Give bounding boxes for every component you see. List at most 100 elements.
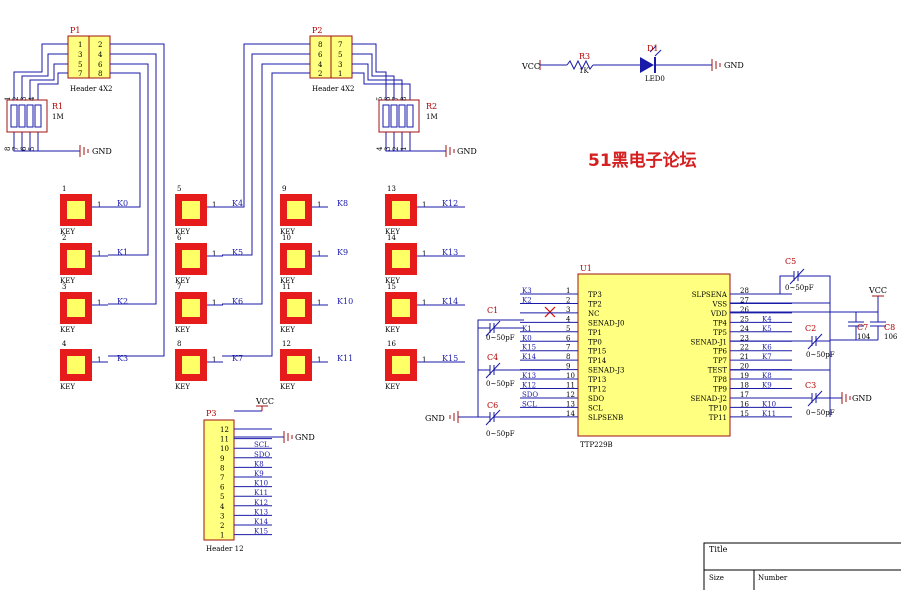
key-pin-number: 1 bbox=[212, 201, 216, 209]
r1-ref: R1 bbox=[52, 102, 63, 111]
u1-pin-number: 19 bbox=[740, 372, 749, 380]
p2-pin: 1 bbox=[338, 70, 342, 78]
p1-pin: 1 bbox=[78, 41, 82, 49]
key-label: KEY bbox=[60, 228, 75, 236]
key-pin-number: 1 bbox=[212, 250, 216, 258]
r1-pin: 1 bbox=[4, 97, 12, 101]
r1-pin: 5 bbox=[28, 147, 36, 151]
u1-net-label: K12 bbox=[522, 382, 536, 390]
key-pad-inner bbox=[287, 250, 305, 268]
r1-value: 1M bbox=[52, 113, 64, 121]
key-pad-inner bbox=[287, 299, 305, 317]
key-pin-number: 1 bbox=[422, 299, 426, 307]
u1-pin-number: 13 bbox=[566, 400, 575, 408]
key-net-label: K3 bbox=[117, 354, 128, 363]
u1-pin-name: TP0 bbox=[588, 338, 602, 346]
ground-symbol-r2: GND bbox=[445, 145, 477, 157]
u1-pin-name: TP13 bbox=[588, 376, 606, 384]
key-pad-inner bbox=[182, 250, 200, 268]
key-pin-number: 1 bbox=[317, 299, 321, 307]
p3-pin-number: 4 bbox=[220, 503, 225, 511]
key-label: KEY bbox=[280, 277, 295, 285]
p2-name: Header 4X2 bbox=[312, 85, 355, 93]
p2-pin: 3 bbox=[338, 61, 342, 69]
p3-pin-number: 9 bbox=[220, 455, 224, 463]
u1-pin-name: TP12 bbox=[588, 386, 606, 394]
key-pad-inner bbox=[67, 299, 85, 317]
cap-ref: C2 bbox=[805, 324, 816, 333]
key-net-label: K6 bbox=[232, 297, 243, 306]
u1-pin-name: TP3 bbox=[588, 291, 602, 299]
p1-pin: 3 bbox=[78, 51, 82, 59]
u1-pin-name: TP4 bbox=[713, 319, 727, 327]
u1-net-label: K5 bbox=[762, 325, 772, 333]
key-ref: 4 bbox=[62, 340, 67, 348]
key-ref: 13 bbox=[387, 185, 396, 193]
p3-pin-number: 12 bbox=[220, 426, 229, 434]
key-label: KEY bbox=[175, 326, 190, 334]
p3-pin-number: 5 bbox=[220, 493, 224, 501]
u1-pin-number: 23 bbox=[740, 334, 749, 342]
r1-pin: 8 bbox=[4, 147, 12, 151]
title-label: Title bbox=[709, 545, 728, 554]
r2-pin: 6 bbox=[384, 96, 392, 101]
u1-pin-number: 5 bbox=[566, 325, 570, 333]
u1-pin-number: 3 bbox=[566, 306, 570, 314]
p1-pin: 6 bbox=[98, 61, 103, 69]
p3-pin-number: 8 bbox=[220, 464, 224, 472]
p1-ref: P1 bbox=[70, 26, 80, 35]
key-pad-inner bbox=[67, 201, 85, 219]
key-ref: 9 bbox=[282, 185, 286, 193]
key-net-label: K14 bbox=[442, 297, 458, 306]
d1-ref: D1 bbox=[647, 44, 659, 53]
p3-net-label: K9 bbox=[254, 470, 264, 478]
u1-pin-number: 25 bbox=[740, 315, 749, 323]
u1-pin-number: 9 bbox=[566, 363, 570, 371]
key-pin-number: 1 bbox=[317, 356, 321, 364]
key-pad-inner bbox=[287, 201, 305, 219]
key-net-label: K0 bbox=[117, 199, 128, 208]
key-pad-inner bbox=[287, 356, 305, 374]
key-label: KEY bbox=[175, 277, 190, 285]
p3-pin-number: 6 bbox=[220, 484, 225, 492]
u1-pin-name: VDD bbox=[710, 310, 728, 318]
key-net-label: K8 bbox=[337, 199, 348, 208]
p3-name: Header 12 bbox=[206, 545, 244, 553]
key-ref: 7 bbox=[177, 283, 181, 291]
u1-pin-name: SENAD-J2 bbox=[691, 395, 727, 403]
cap-value: 0~50pF bbox=[806, 409, 835, 417]
led-name: LED0 bbox=[645, 75, 665, 83]
u1-pin-name: TP6 bbox=[713, 348, 727, 356]
key-pad-inner bbox=[392, 201, 410, 219]
p2-pin: 5 bbox=[338, 51, 342, 59]
u1-net-label: K9 bbox=[762, 382, 772, 390]
cap-ref: C6 bbox=[487, 401, 498, 410]
key-ref: 8 bbox=[177, 340, 181, 348]
u1-net-label: K4 bbox=[762, 315, 772, 323]
r2-pin: 3 bbox=[384, 147, 392, 151]
key-net-label: K7 bbox=[232, 354, 243, 363]
u1-pin-name: TP10 bbox=[709, 404, 727, 412]
r2-pin: 1 bbox=[400, 147, 408, 151]
key-pin-number: 1 bbox=[97, 250, 101, 258]
p2-wires bbox=[222, 43, 446, 357]
led-circuit: VCC R3 1K D1 LED0 GND bbox=[521, 44, 744, 83]
key-net-label: K15 bbox=[442, 354, 458, 363]
key-net-label: K12 bbox=[442, 199, 458, 208]
key-label: KEY bbox=[385, 277, 400, 285]
key-ref: 16 bbox=[387, 340, 396, 348]
key-label: KEY bbox=[385, 383, 400, 391]
p2-pin: 4 bbox=[318, 61, 323, 69]
r2-value: 1M bbox=[426, 113, 438, 121]
u1-net-label: K15 bbox=[522, 344, 536, 352]
key-net-label: K5 bbox=[232, 248, 243, 257]
u1-pin-name: SLPSENB bbox=[588, 414, 623, 422]
